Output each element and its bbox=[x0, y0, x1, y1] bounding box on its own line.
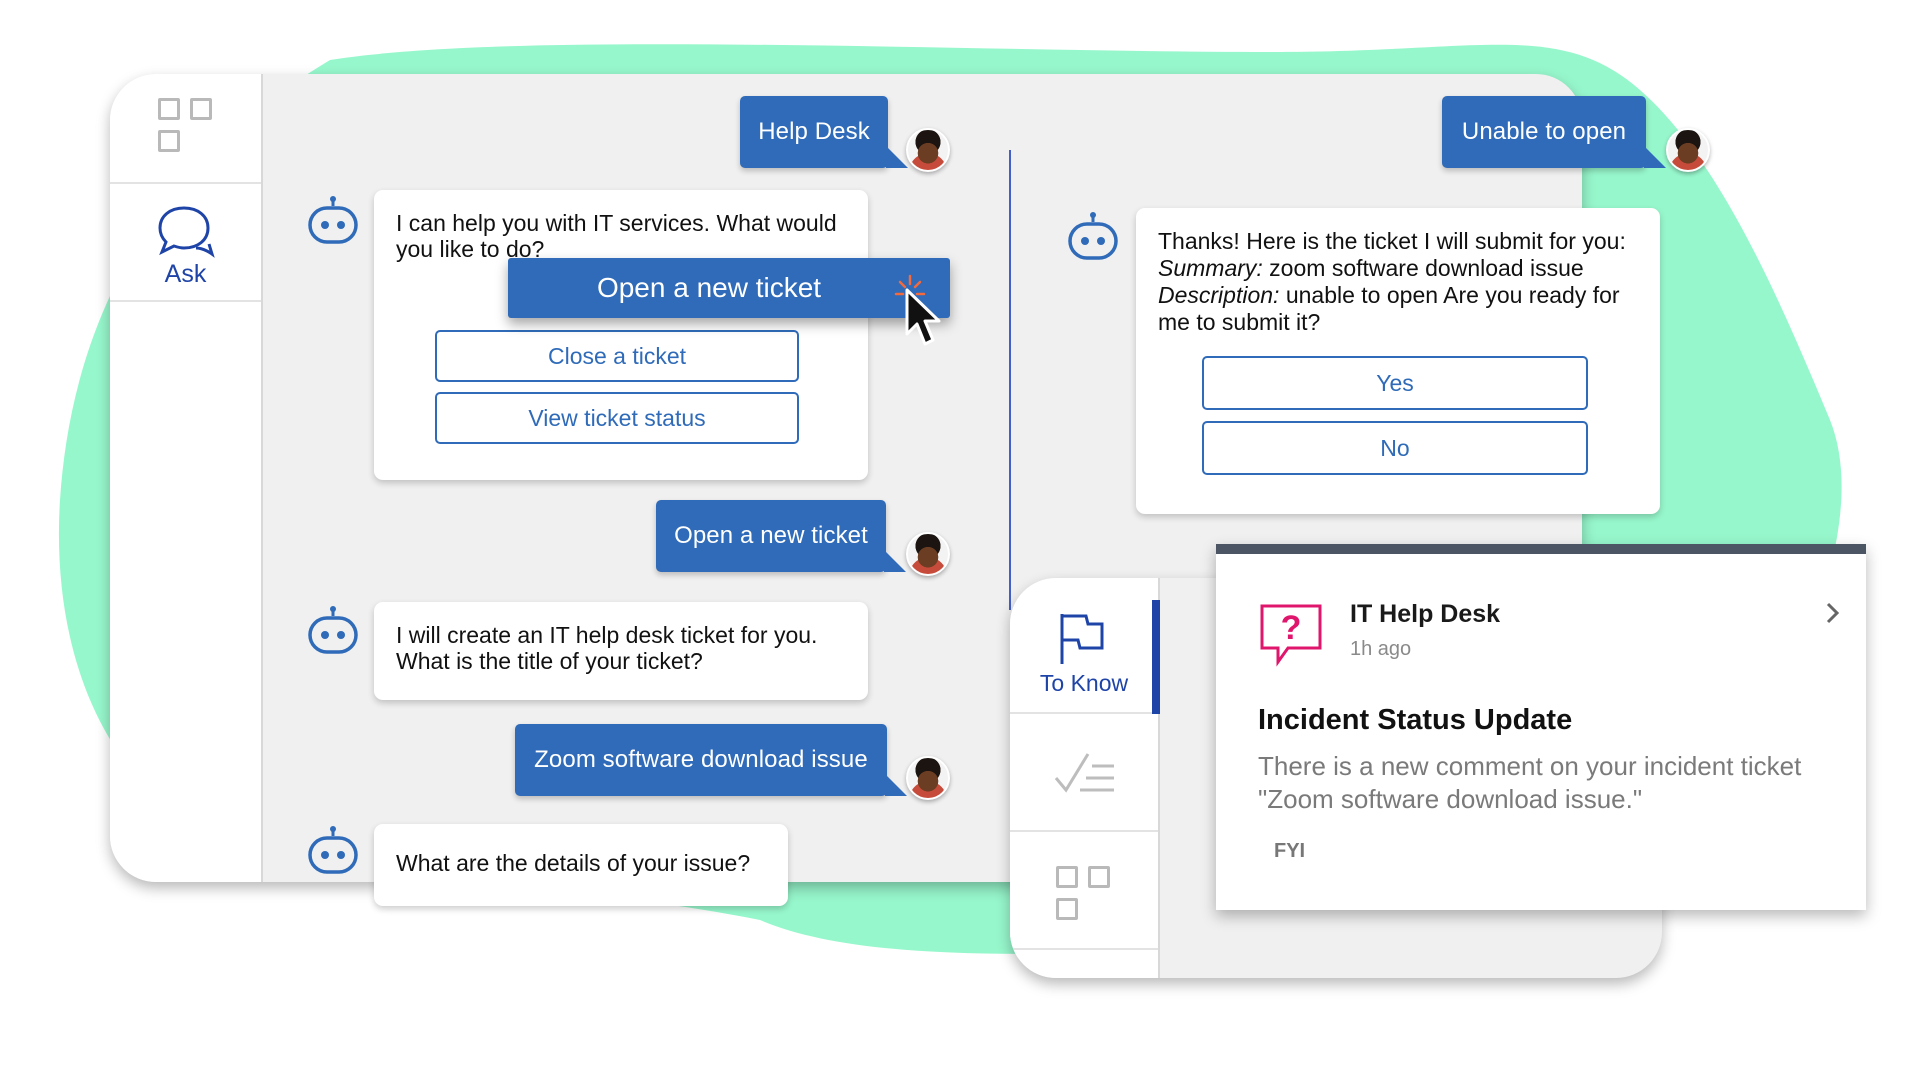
bot-icon bbox=[308, 606, 358, 654]
bot-message-text: I can help you with IT services. What wo… bbox=[396, 210, 837, 262]
question-bubble-icon: ? bbox=[1260, 604, 1322, 667]
yes-button[interactable]: Yes bbox=[1202, 356, 1588, 410]
user-avatar bbox=[906, 532, 950, 576]
view-ticket-status-button[interactable]: View ticket status bbox=[435, 392, 799, 444]
user-message: Unable to open bbox=[1442, 96, 1666, 168]
svg-text:?: ? bbox=[1281, 609, 1302, 647]
active-tab-indicator bbox=[1152, 600, 1160, 714]
user-avatar bbox=[906, 756, 950, 800]
close-ticket-button[interactable]: Close a ticket bbox=[435, 330, 799, 382]
notification-card[interactable]: ? IT Help Desk 1h ago Incident Status Up… bbox=[1216, 544, 1866, 910]
chat-bubbles-icon bbox=[158, 206, 215, 258]
sidebar-item-ask[interactable]: Ask bbox=[110, 184, 261, 302]
no-button[interactable]: No bbox=[1202, 421, 1588, 475]
bot-message-text: Thanks! Here is the ticket I will submit… bbox=[1158, 228, 1626, 254]
to-know-nav: To Know bbox=[1010, 578, 1160, 978]
user-message: Help Desk bbox=[740, 96, 908, 168]
grid-icon bbox=[158, 98, 218, 158]
nav-item-to-know[interactable]: To Know bbox=[1010, 578, 1158, 714]
bot-icon bbox=[1068, 212, 1118, 260]
click-burst-icon bbox=[894, 274, 926, 296]
summary-text: zoom software download issue bbox=[1262, 255, 1584, 281]
user-message: Zoom software download issue bbox=[515, 724, 907, 796]
user-avatar bbox=[1666, 128, 1710, 172]
bot-icon bbox=[308, 826, 358, 874]
summary-label: Summary: bbox=[1158, 255, 1263, 281]
chevron-right-icon[interactable] bbox=[1818, 598, 1848, 628]
nav-item-to-know-label: To Know bbox=[1039, 670, 1129, 696]
bot-message: What are the details of your issue? bbox=[374, 824, 788, 906]
mouse-pointer-icon bbox=[905, 288, 941, 346]
user-avatar bbox=[906, 128, 950, 172]
notification-time: 1h ago bbox=[1350, 638, 1412, 660]
grid-icon bbox=[1056, 866, 1116, 926]
nav-item-apps[interactable] bbox=[1010, 832, 1158, 950]
user-message: Open a new ticket bbox=[656, 500, 906, 572]
sidebar: Ask bbox=[110, 74, 263, 882]
notification-tag: FYI bbox=[1274, 840, 1306, 862]
chat-divider bbox=[1009, 150, 1011, 610]
sidebar-item-ask-label: Ask bbox=[164, 260, 207, 288]
nav-item-tasks[interactable] bbox=[1010, 714, 1158, 832]
sidebar-item-apps[interactable] bbox=[110, 74, 261, 184]
bot-message-text: What are the details of your issue? bbox=[396, 850, 751, 876]
bot-message-text: I will create an IT help desk ticket for… bbox=[396, 622, 818, 674]
open-new-ticket-button[interactable]: Open a new ticket bbox=[508, 258, 950, 318]
notification-title: Incident Status Update bbox=[1258, 704, 1573, 736]
description-text: unable to open Are you ready for me to s… bbox=[1158, 282, 1620, 335]
flag-icon bbox=[1060, 614, 1104, 664]
bot-icon bbox=[308, 196, 358, 244]
bot-message: I will create an IT help desk ticket for… bbox=[374, 602, 868, 700]
checklist-icon bbox=[1054, 753, 1114, 793]
notification-body: There is a new comment on your incident … bbox=[1258, 751, 1802, 814]
notification-source: IT Help Desk bbox=[1350, 600, 1501, 628]
description-label: Description: bbox=[1158, 282, 1280, 308]
